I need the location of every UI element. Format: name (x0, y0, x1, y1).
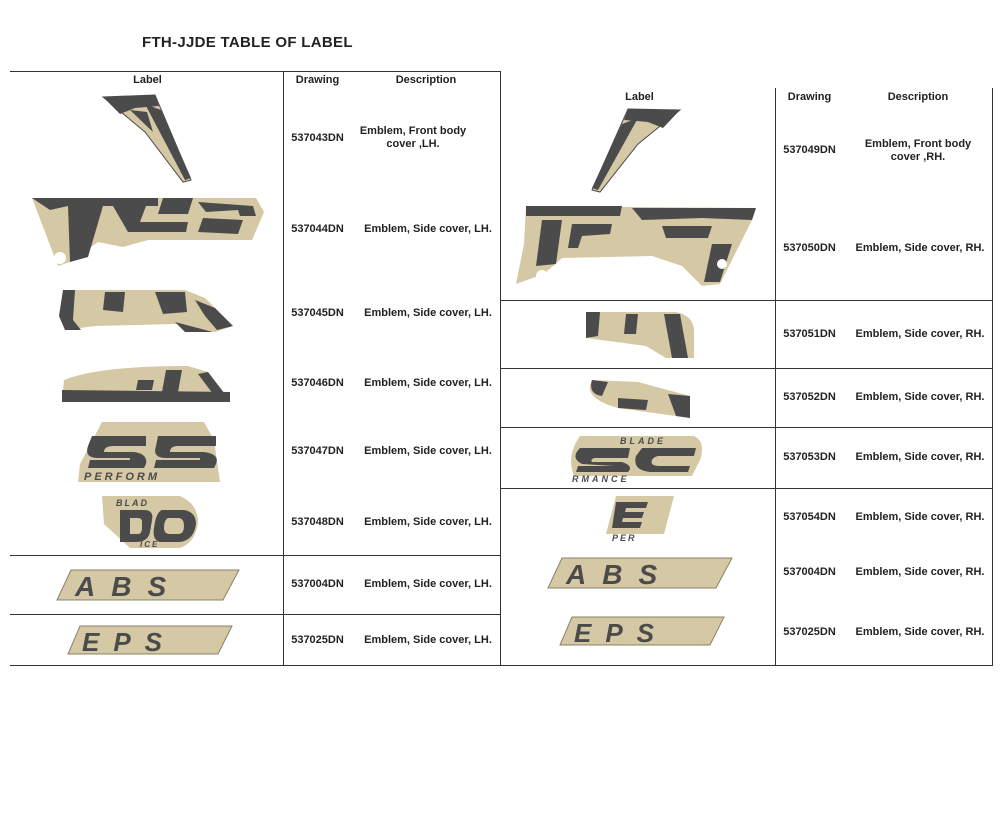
left-drawing-5: 537047DN (291, 445, 344, 457)
label-art-text-per: PER (612, 533, 637, 543)
right-drawing-4: 537052DN (783, 391, 836, 403)
left-description-6: Emblem, Side cover, LH. (364, 516, 492, 528)
left-drawing-2: 537044DN (291, 223, 344, 235)
left-description-2: Emblem, Side cover, LH. (364, 223, 492, 235)
label-art-abs-lh: ABS (56, 569, 240, 602)
right-header-description: Description (887, 91, 949, 103)
right-drawing-5: 537053DN (783, 451, 836, 463)
label-art-side-cover-rh-5: PER (606, 496, 674, 543)
label-art-side-cover-lh-4: PERFORM (78, 422, 220, 483)
right-drawing-6: 537054DN (783, 511, 836, 523)
label-art-text-eps-rh: EPS (574, 618, 668, 648)
right-description-1: Emblem, Front body cover ,RH. (864, 138, 972, 163)
label-art-text-perform: PERFORM (84, 471, 160, 483)
label-art-text-rmance: RMANCE (572, 474, 630, 484)
right-drawing-1: 537049DN (783, 144, 836, 156)
left-description-7: Emblem, Side cover, LH. (364, 578, 492, 590)
right-drawing-7: 537004DN (783, 566, 836, 578)
label-art-front-cover-lh (101, 94, 192, 183)
label-art-text-blad: BLAD (116, 498, 149, 508)
right-drawing-2: 537050DN (783, 242, 836, 254)
left-header-label: Label (133, 74, 162, 86)
right-description-5: Emblem, Side cover, RH. (855, 451, 985, 463)
left-drawing-8: 537025DN (291, 634, 344, 646)
left-description-8: Emblem, Side cover, LH. (364, 634, 492, 646)
label-art-eps-rh: EPS (559, 616, 725, 648)
left-description-5: Emblem, Side cover, LH. (364, 445, 492, 457)
label-art-text-eps: EPS (82, 627, 176, 657)
label-art-side-cover-rh-3 (589, 380, 690, 418)
label-art-side-cover-rh-2 (586, 312, 695, 358)
label-art-text-abs-rh: ABS (565, 559, 673, 590)
label-art-side-cover-rh-1 (516, 206, 756, 286)
label-art-side-cover-lh-1 (32, 198, 264, 266)
left-header-description: Description (395, 74, 457, 86)
label-art-side-cover-rh-4: BLADE RMANCE (571, 436, 702, 484)
right-header-drawing: Drawing (787, 91, 832, 103)
right-description-8: Emblem, Side cover, RH. (855, 626, 985, 638)
right-description-7: Emblem, Side cover, RH. (855, 566, 985, 578)
label-art-abs-rh: ABS (547, 557, 733, 590)
left-drawing-3: 537045DN (291, 307, 344, 319)
label-art-text-blade: BLADE (620, 436, 666, 446)
right-drawing-8: 537025DN (783, 626, 836, 638)
left-header-drawing: Drawing (295, 74, 340, 86)
label-art-side-cover-lh-5: BLAD ICE (102, 496, 198, 549)
label-art-text-abs: ABS (74, 571, 182, 602)
label-art-text-ice: ICE (140, 540, 159, 549)
right-description-2: Emblem, Side cover, RH. (855, 242, 985, 254)
left-description-1: Emblem, Front body cover ,LH. (359, 125, 467, 150)
left-drawing-6: 537048DN (291, 516, 344, 528)
left-drawing-1: 537043DN (291, 132, 344, 144)
label-art-front-cover-rh (591, 108, 682, 193)
left-drawing-7: 537004DN (291, 578, 344, 590)
right-description-3: Emblem, Side cover, RH. (855, 328, 985, 340)
right-drawing-3: 537051DN (783, 328, 836, 340)
left-description-4: Emblem, Side cover, LH. (364, 377, 492, 389)
right-description-4: Emblem, Side cover, RH. (855, 391, 985, 403)
left-drawing-4: 537046DN (291, 377, 344, 389)
label-art-side-cover-lh-2 (59, 290, 233, 332)
right-description-6: Emblem, Side cover, RH. (855, 511, 985, 523)
page-title: FTH-JJDE TABLE OF LABEL (142, 34, 353, 51)
label-art-side-cover-lh-3 (62, 366, 230, 402)
left-description-3: Emblem, Side cover, LH. (364, 307, 492, 319)
label-art-eps-lh: EPS (67, 625, 233, 657)
right-header-label: Label (625, 91, 654, 103)
